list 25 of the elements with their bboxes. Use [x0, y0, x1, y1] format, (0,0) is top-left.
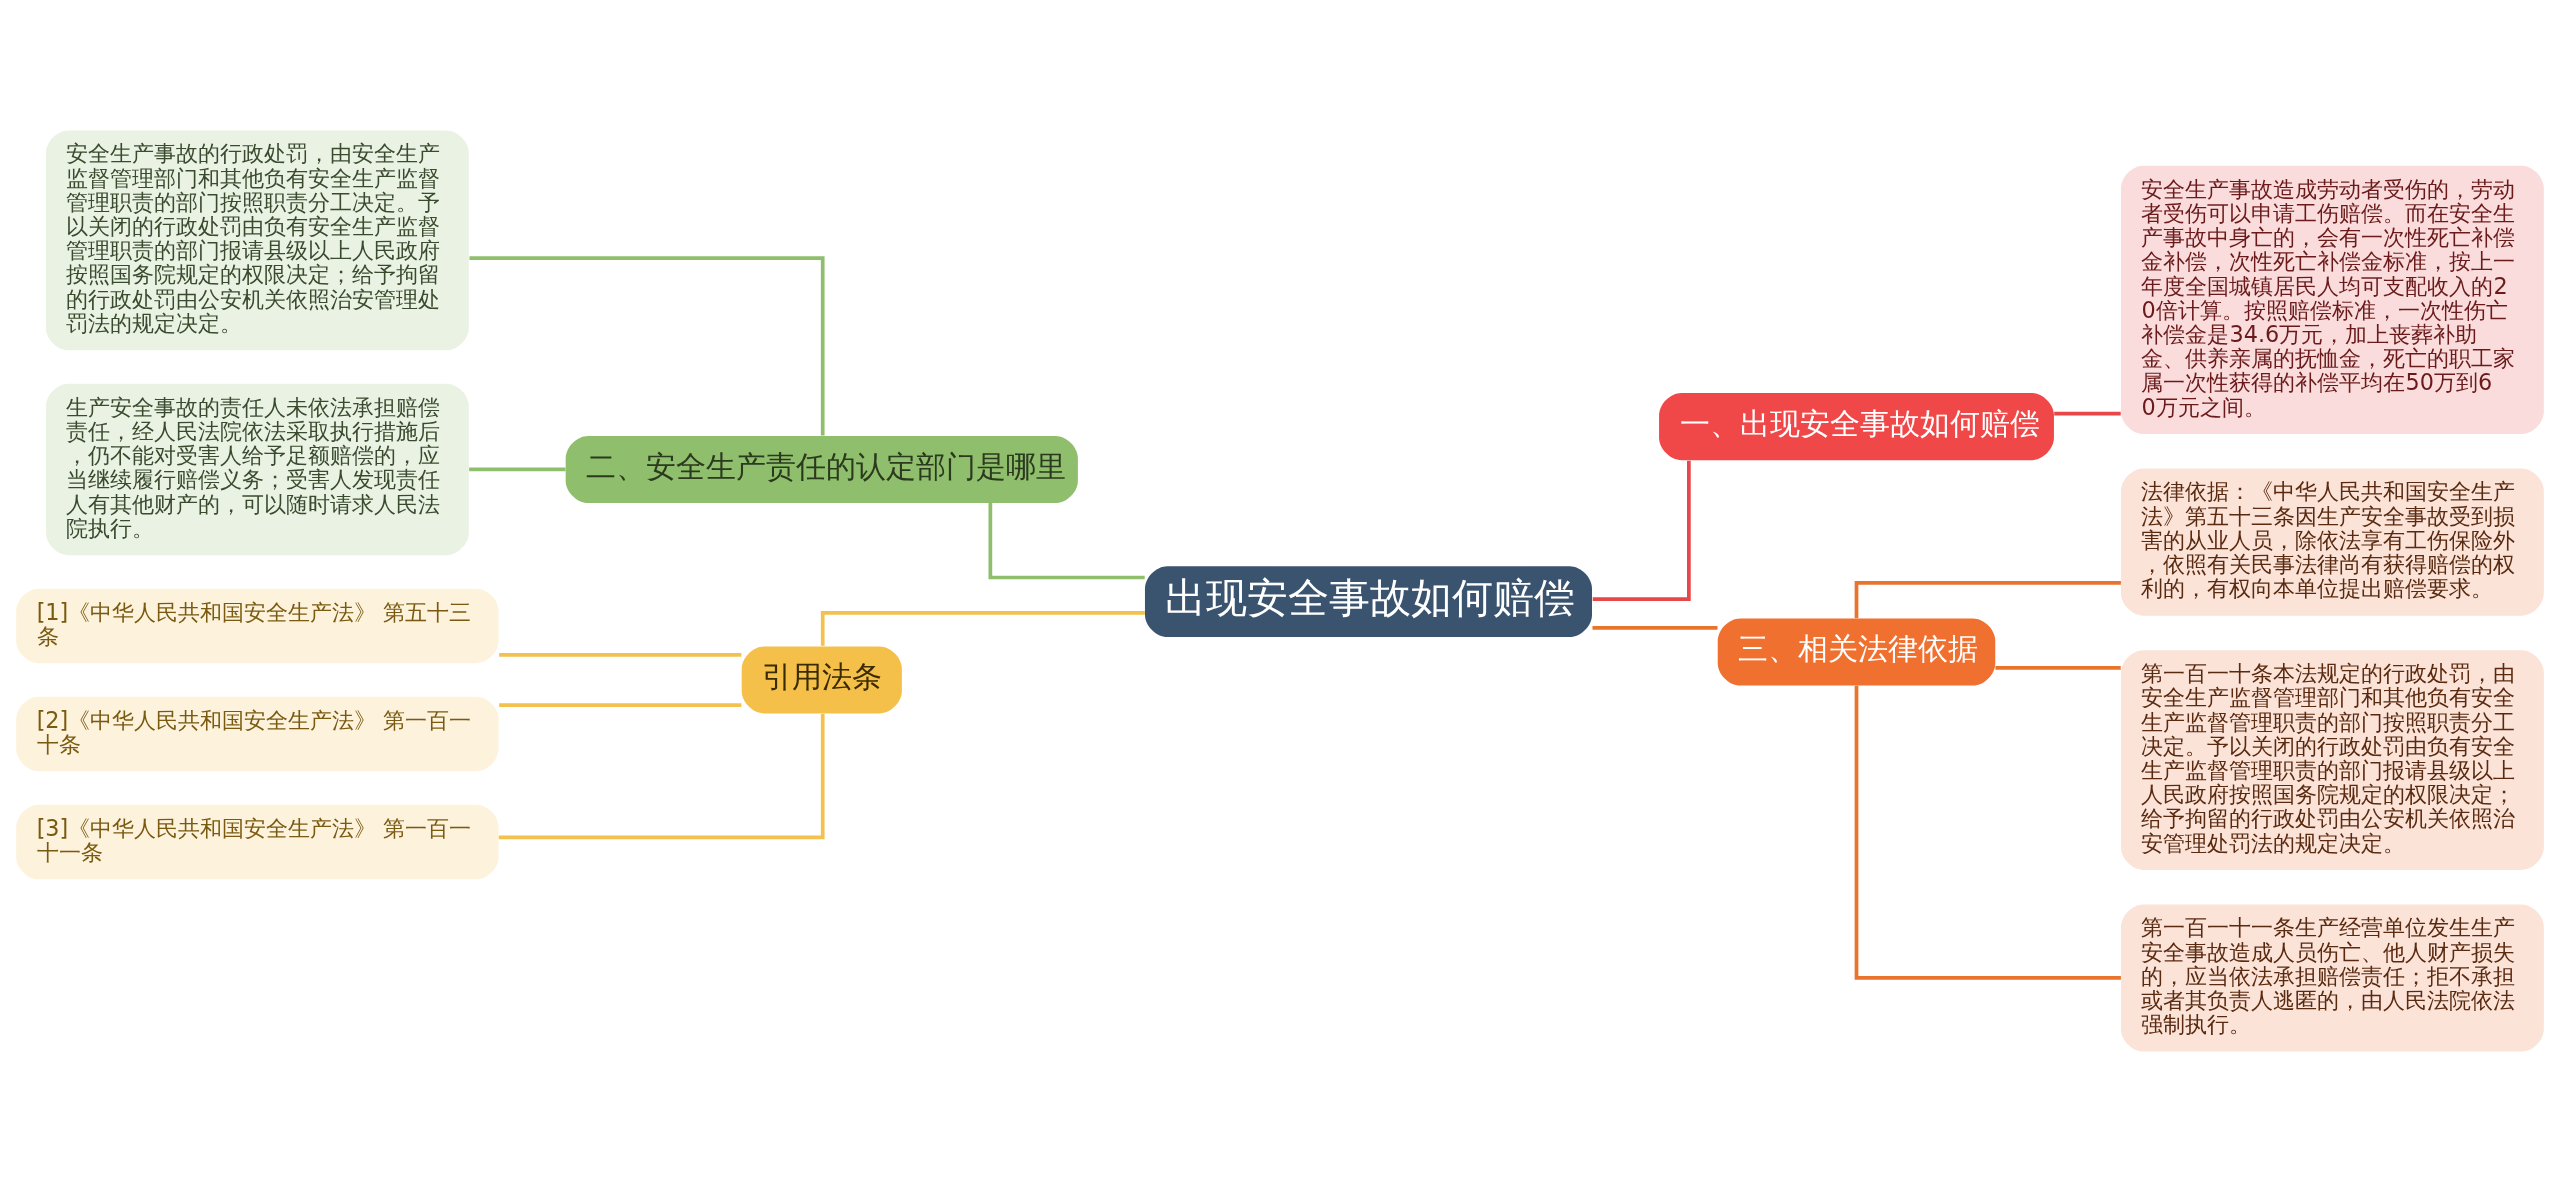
- node-box: 二、安全生产责任的认定部门是哪里: [565, 435, 1078, 503]
- node-box: [1]《中华人民共和国安全生产法》 第五十三条: [16, 588, 499, 664]
- node-box: 安全生产事故造成劳动者受伤的，劳动者受伤可以申请工伤赔偿。而在安全生产事故中身亡的，会有一次性死亡补偿金补偿，次性死亡补偿金标准，按上一年度全国城镇居民人均可支配收入的20倍计算。按照赔偿标准，一次性伤亡补偿金是34.6万元，加上丧葬补助金、供养亲属的抚恤金，死亡的职工家属一次性获得的补偿平均在50万到60万元之间。: [2121, 165, 2544, 435]
- node-box: 一、出现安全事故如何赔偿: [1659, 393, 2054, 461]
- node-box: [3]《中华人民共和国安全生产法》 第一百一十一条: [16, 804, 499, 880]
- connector: [499, 703, 742, 707]
- node-box: 生产安全事故的责任人未依法承担赔偿责任，经人民法院依法采取执行措施后，仍不能对受害人给予足额赔偿的，应当继续履行赔偿义务；受害人发现责任人有其他财产的，可以随时请求人民法院执行。: [45, 383, 469, 556]
- node-box: 出现安全事故如何赔偿: [1144, 566, 1592, 638]
- node-box: [2]《中华人民共和国安全生产法》 第一百一十条: [16, 696, 499, 772]
- node-box: 安全生产事故的行政处罚，由安全生产监督管理部门和其他负有安全生产监督管理职责的部门按照职责分工决定。予以关闭的行政处罚由负有安全生产监督管理职责的部门报请县级以上人民政府按照国务院规定的权限决定；给予拘留的行政处罚由公安机关依照治安管理处罚法的规定决定。: [45, 130, 469, 351]
- node-box: 第一百一十条本法规定的行政处罚，由安全生产监督管理部门和其他负有安全生产监督管理职责的部门按照职责分工决定。予以关闭的行政处罚由负有安全生产监督管理职责的部门报请县级以上人民政府按照国务院规定的权限决定；给予拘留的行政处罚由公安机关依照治安管理处罚法的规定决定。: [2121, 650, 2544, 870]
- connector: [499, 652, 742, 657]
- connector: [469, 467, 566, 472]
- connector: [1854, 685, 2121, 980]
- connector: [498, 714, 825, 840]
- connector: [469, 256, 825, 436]
- connector: [1592, 460, 1691, 602]
- node-box: 第一百一十一条生产经营单位发生生产安全事故造成人员伤亡、他人财产损失的，应当依法承担赔偿责任；拒不承担或者其负责人逃匿的，由人民法院依法强制执行。: [2121, 904, 2544, 1052]
- node-box: 三、相关法律依据: [1717, 618, 1996, 686]
- connector: [1592, 625, 1718, 630]
- node-box: 引用法条: [741, 646, 902, 714]
- node-box: 法律依据：《中华人民共和国安全生产法》第五十三条因生产安全事故受到损害的从业人员，除依法享有工伤保险外，依照有关民事法律尚有获得赔偿的权利的，有权向本单位提出赔偿要求。: [2121, 468, 2544, 616]
- connector: [1995, 665, 2121, 670]
- connector: [2054, 411, 2121, 416]
- connector: [988, 503, 1145, 580]
